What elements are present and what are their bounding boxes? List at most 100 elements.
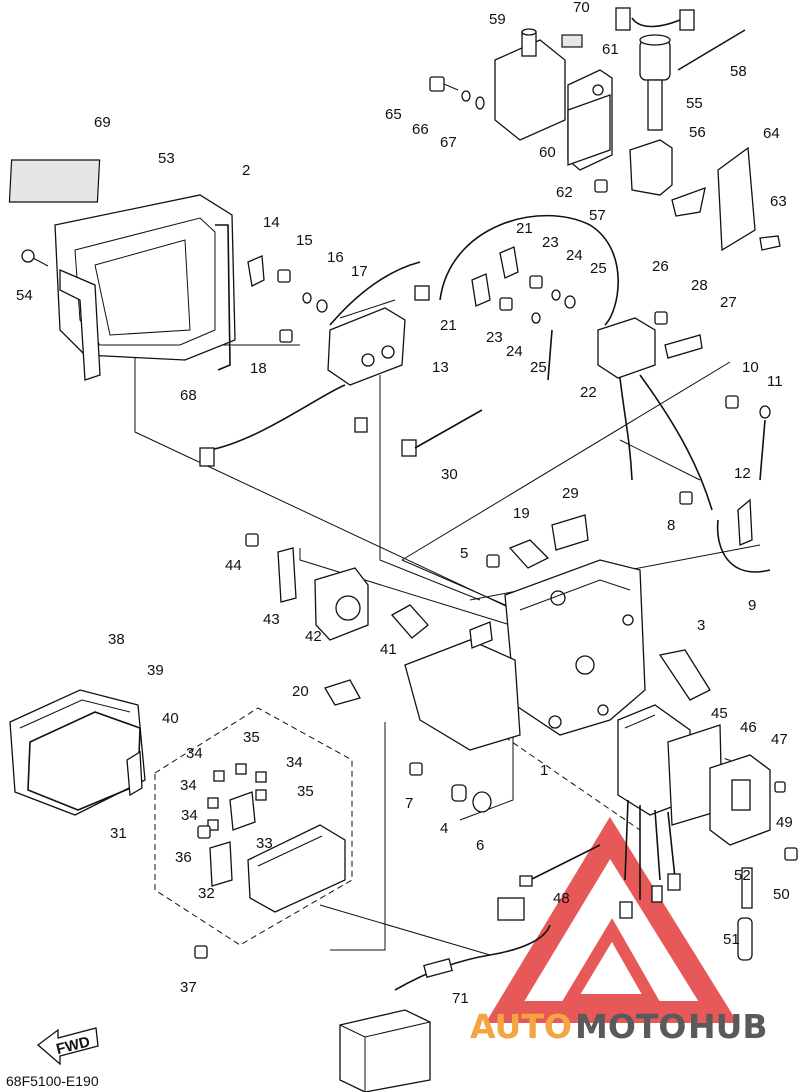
part-24-washer-b — [531, 312, 541, 324]
part-label: 23 — [486, 329, 503, 346]
part-label: 21 — [440, 317, 457, 334]
part-37-bolt — [194, 945, 208, 959]
watermark-text: AUTO MOTO HUB — [470, 1007, 768, 1046]
battery — [339, 1009, 431, 1092]
part-45-harness — [624, 799, 676, 900]
part-1-main-bracket — [404, 559, 646, 751]
part-48-head — [519, 875, 533, 887]
part-70-label — [561, 34, 583, 48]
part-32-bracket — [209, 841, 233, 887]
part-label: 34 — [286, 754, 303, 771]
part-label: 8 — [667, 517, 675, 534]
part-label: 64 — [763, 125, 780, 142]
part-54-bolt — [21, 249, 49, 267]
part-18-bolt — [279, 329, 293, 343]
part-23-bolt-a — [529, 275, 543, 289]
part-label: 69 — [94, 114, 111, 131]
part-9-wire — [716, 519, 771, 573]
part-label: 55 — [686, 95, 703, 112]
part-label: 60 — [539, 144, 556, 161]
part-label: 51 — [723, 931, 740, 948]
part-41-clip — [390, 604, 429, 639]
part-14-cap — [247, 255, 265, 287]
part-3-clip — [658, 649, 711, 701]
part-label: 7 — [405, 795, 413, 812]
part-48-tie — [529, 844, 601, 881]
part-label: 27 — [720, 294, 737, 311]
part-7-bolt — [409, 762, 423, 776]
part-42-grommet — [314, 567, 369, 641]
part-58-tie — [677, 29, 746, 71]
part-label: 62 — [556, 184, 573, 201]
part-label: 39 — [147, 662, 164, 679]
part-45-terminals — [619, 873, 681, 919]
part-label: 6 — [476, 837, 484, 854]
part-label: 54 — [16, 287, 33, 304]
part-label: 10 — [742, 359, 759, 376]
part-47-cover — [709, 754, 771, 846]
part-label: 43 — [263, 611, 280, 628]
subassembly-boundary — [154, 707, 353, 946]
watermark-auto: AUTO — [470, 1007, 572, 1046]
part-label: 1 — [540, 762, 548, 779]
part-label: 11 — [767, 373, 783, 390]
part-36-bolt — [197, 825, 211, 839]
connector-b — [354, 417, 368, 433]
part-label: 25 — [530, 359, 547, 376]
bracket-left — [59, 269, 101, 381]
part-label: 3 — [697, 617, 705, 634]
part-4-collar — [451, 784, 467, 802]
part-29-clip — [551, 514, 589, 551]
part-label: 68 — [180, 387, 197, 404]
part-25-wire — [547, 329, 553, 381]
part-21-cap-b — [471, 273, 491, 307]
watermark-moto: MOTO — [575, 1007, 686, 1046]
part-label: 30 — [441, 466, 458, 483]
part-50-bolt — [784, 847, 798, 861]
part-label: 19 — [513, 505, 530, 522]
part-label: 28 — [691, 277, 708, 294]
part-23-bolt-b — [499, 297, 513, 311]
part-22-rectifier — [597, 317, 713, 511]
part-31-relay-box — [247, 824, 346, 913]
part-38-cdi-unit — [9, 689, 146, 816]
part-15-bolt — [277, 269, 291, 283]
part-6-grommet — [472, 791, 492, 813]
part-label: 52 — [734, 867, 751, 884]
watermark-triangle — [485, 816, 738, 1023]
part-label: 53 — [158, 150, 175, 167]
fwd-arrow: FWD — [36, 1027, 99, 1066]
part-30-tie — [401, 409, 483, 457]
diagram-code: 68F5100-E190 — [6, 1073, 99, 1089]
part-label: 45 — [711, 705, 728, 722]
part-label: 34 — [186, 745, 203, 762]
part-28-bolt — [654, 311, 668, 325]
part-label: 56 — [689, 124, 706, 141]
part-10-bolt — [725, 395, 739, 409]
part-label: 40 — [162, 710, 179, 727]
part-2-seal — [215, 224, 231, 371]
part-label: 41 — [380, 641, 397, 658]
part-11-washer — [759, 405, 771, 419]
part-label: 4 — [440, 820, 448, 837]
part-label: 33 — [256, 835, 273, 852]
part-label: 59 — [489, 11, 506, 28]
part-label: 67 — [440, 134, 457, 151]
part-label: 47 — [771, 731, 788, 748]
part-label: 38 — [108, 631, 125, 648]
wire-fuse-top — [329, 261, 421, 326]
wire-fuse-harness — [209, 384, 346, 451]
part-24-washer-a — [551, 289, 561, 301]
part-26-wire — [439, 214, 619, 326]
part-71-connector — [497, 897, 525, 921]
part-39-clip — [126, 750, 143, 797]
part-label: 57 — [589, 207, 606, 224]
part-label: 26 — [652, 258, 669, 275]
part-label: 9 — [748, 597, 756, 614]
part-label: 13 — [432, 359, 449, 376]
part-59-relay — [494, 28, 566, 141]
part-label: 34 — [180, 777, 197, 794]
part-label: 22 — [580, 384, 597, 401]
part-8-bolt — [679, 491, 693, 505]
